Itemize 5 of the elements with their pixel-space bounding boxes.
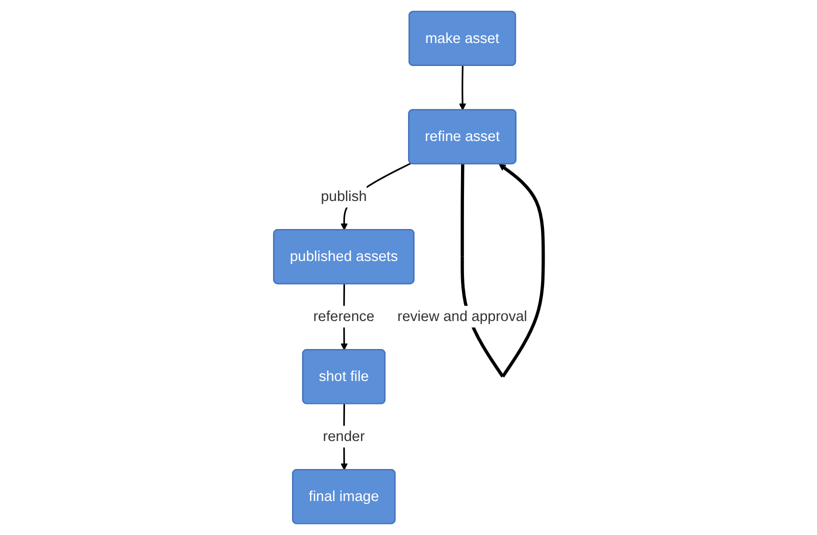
edge-label: reference: [313, 308, 374, 324]
edge-label: review and approval: [397, 308, 528, 324]
edge-label: publish: [320, 188, 367, 204]
edge-label: render: [322, 428, 365, 444]
arrow: [459, 66, 466, 110]
